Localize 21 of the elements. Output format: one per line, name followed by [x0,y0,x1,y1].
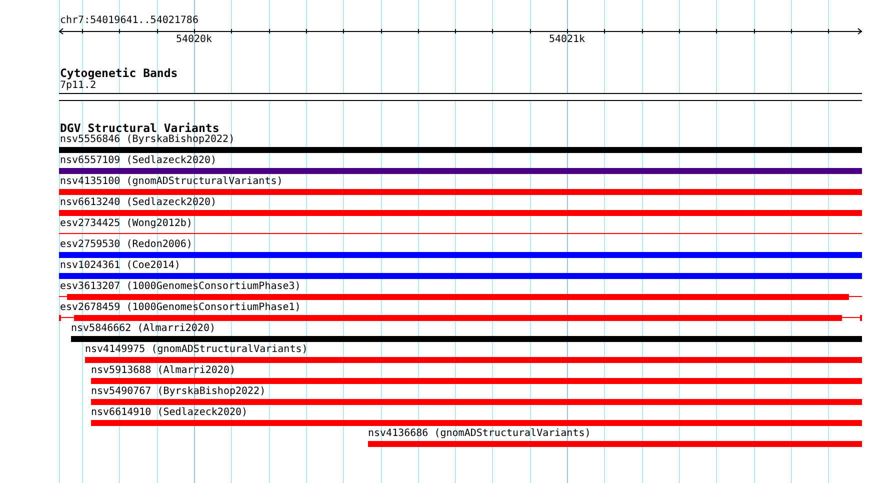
band-label: 7p11.2 [60,80,96,92]
feature-label: nsv5556846 (ByrskaBishop2022) [60,134,235,146]
tick-label: 54021k [548,34,586,46]
tick-label: 54020k [176,34,212,46]
location-label: chr7:54019641..54021786 [60,15,198,27]
track-heading: Cytogenetic Bands [60,67,178,80]
feature-label: nsv5913688 (Almarri2020) [91,365,236,378]
feature-label: nsv5846662 (Almarri2020) [71,323,216,336]
feature-label: esv2734425 (Wong2012b) [60,218,192,230]
feature-label: esv3613207 (1000GenomesConsortiumPhase3) [60,281,301,294]
feature-label: nsv4136686 (gnomADStructuralVariants) [368,428,591,440]
feature-label: nsv1024361 (Coe2014) [60,260,180,272]
feature-label: nsv4149975 (gnomADStructuralVariants) [85,344,308,356]
feature-label: nsv6613240 (Sedlazeck2020) [60,197,217,210]
track-heading: DGV Structural Variants [60,122,220,134]
feature-label: nsv6614910 (Sedlazeck2020) [91,407,248,420]
feature-label: nsv4135100 (gnomADStructuralVariants) [60,176,283,188]
feature-label: nsv6557109 (Sedlazeck2020) [60,155,217,168]
feature-label: nsv5490767 (ByrskaBishop2022) [91,386,266,398]
feature-label: esv2759530 (Redon2006) [60,239,192,252]
feature-label: esv2678459 (1000GenomesConsortiumPhase1) [60,302,301,314]
